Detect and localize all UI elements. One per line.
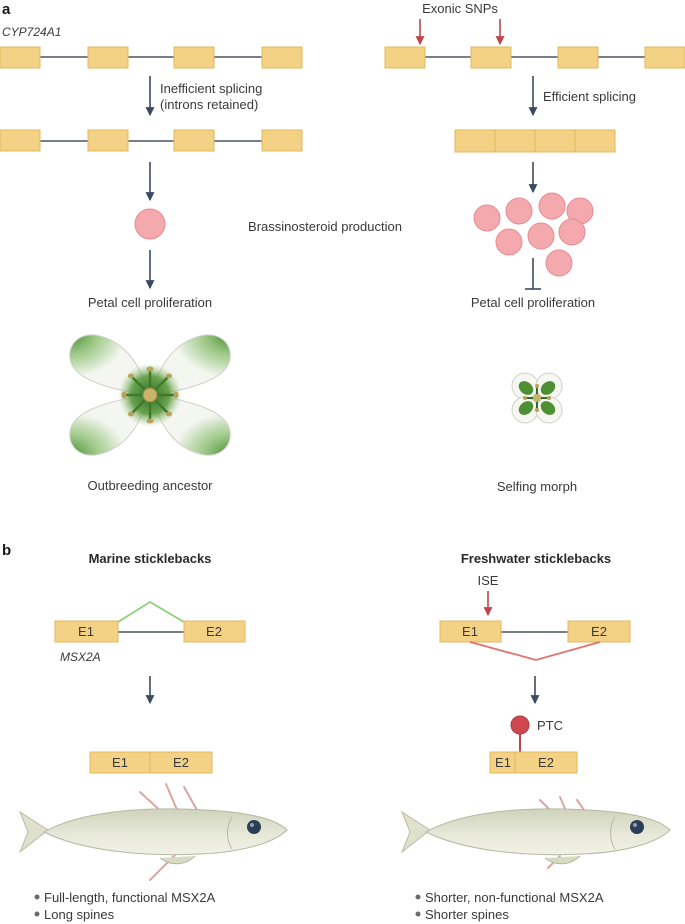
marine-bullet-2: Long spines bbox=[44, 907, 115, 922]
freshwater-gene-model bbox=[439, 620, 631, 661]
left-unspliced-gene bbox=[0, 46, 303, 69]
ptc-label: PTC bbox=[537, 718, 563, 733]
marine-exon2-label: E2 bbox=[206, 624, 222, 639]
freshwater-sticklebacks-title: Freshwater sticklebacks bbox=[461, 551, 611, 566]
panel-a-label: a bbox=[2, 1, 11, 18]
left-proliferation-label: Petal cell proliferation bbox=[88, 295, 212, 310]
freshwater-exon2-label: E2 bbox=[591, 624, 607, 639]
right-unspliced-gene bbox=[384, 46, 685, 69]
introns-retained-label: (introns retained) bbox=[160, 97, 258, 112]
freshwater-stickleback-fish-icon bbox=[400, 796, 671, 869]
marine-mrna-exon1-label: E1 bbox=[112, 755, 128, 770]
marine-exon1-label: E1 bbox=[78, 624, 94, 639]
brassinosteroid-low-icon bbox=[134, 208, 166, 240]
large-flower-icon bbox=[69, 334, 231, 456]
exonic-snps-label: Exonic SNPs bbox=[422, 1, 498, 16]
selfing-morph-label: Selfing morph bbox=[497, 479, 577, 494]
freshwater-mrna-exon1-label: E1 bbox=[495, 755, 511, 770]
right-proliferation-label: Petal cell proliferation bbox=[471, 295, 595, 310]
marine-spliced-transcript bbox=[89, 751, 213, 774]
freshwater-bullets: Shorter, non-functional MSX2A Shorter sp… bbox=[415, 890, 604, 922]
gene-label-cyp724a1: CYP724A1 bbox=[2, 25, 61, 39]
marine-sticklebacks-title: Marine sticklebacks bbox=[89, 551, 212, 566]
efficient-splicing-label: Efficient splicing bbox=[543, 89, 636, 104]
brassinosteroid-high-cluster bbox=[473, 192, 594, 277]
small-flower-icon bbox=[511, 372, 563, 424]
ptc-marker bbox=[510, 715, 530, 752]
freshwater-bullet-2: Shorter spines bbox=[425, 907, 509, 922]
left-intron-retained-transcript bbox=[0, 129, 303, 152]
inefficient-splicing-label: Inefficient splicing bbox=[160, 81, 262, 96]
marine-stickleback-fish-icon bbox=[18, 783, 288, 881]
freshwater-mrna-exon2-label: E2 bbox=[538, 755, 554, 770]
brassinosteroid-production-label: Brassinosteroid production bbox=[248, 219, 402, 234]
gene-label-msx2a: MSX2A bbox=[60, 650, 101, 664]
freshwater-exon1-label: E1 bbox=[462, 624, 478, 639]
right-spliced-transcript bbox=[454, 129, 616, 153]
panel-b-label: b bbox=[2, 542, 11, 559]
freshwater-spliced-transcript bbox=[489, 751, 578, 774]
ise-label: ISE bbox=[478, 573, 499, 588]
freshwater-bullet-1: Shorter, non-functional MSX2A bbox=[425, 890, 604, 905]
marine-gene-model bbox=[54, 600, 246, 643]
marine-mrna-exon2-label: E2 bbox=[173, 755, 189, 770]
marine-bullet-1: Full-length, functional MSX2A bbox=[44, 890, 216, 905]
marine-bullets: Full-length, functional MSX2A Long spine… bbox=[34, 890, 216, 922]
outbreeding-ancestor-label: Outbreeding ancestor bbox=[87, 478, 213, 493]
